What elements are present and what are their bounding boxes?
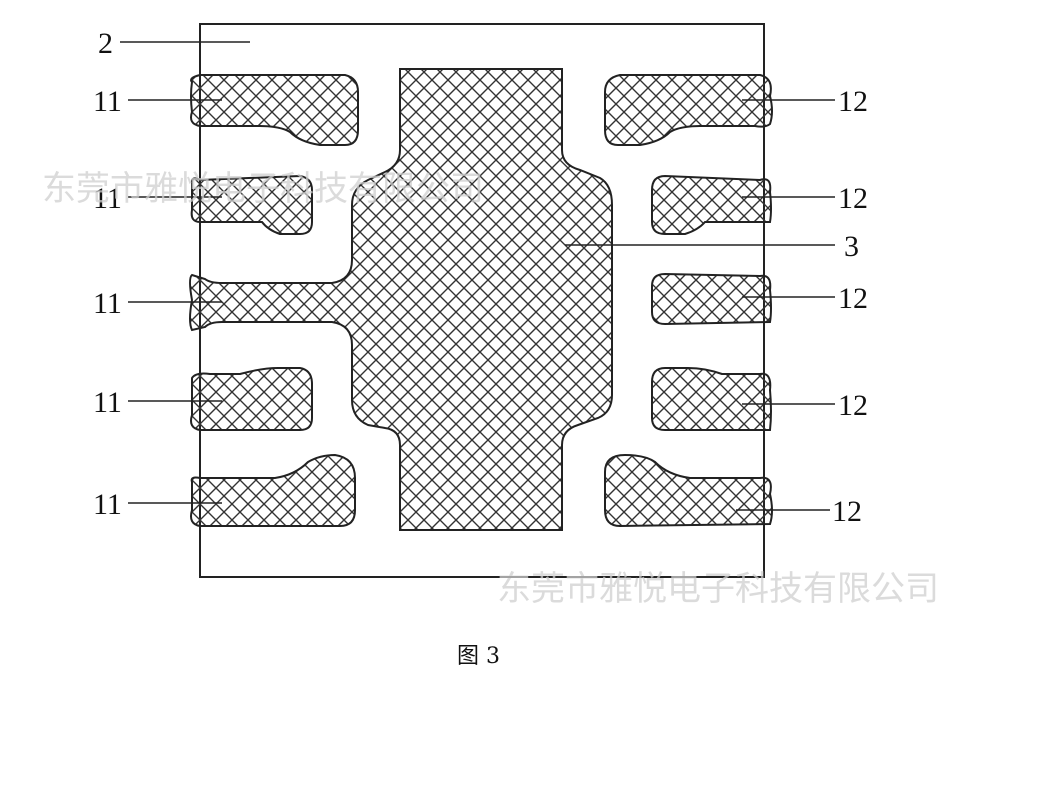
label-pad: 3 (844, 230, 859, 263)
right-pin-4 (651, 367, 772, 431)
right-pin-1 (604, 74, 773, 146)
label-left-pin-3: 11 (93, 287, 122, 320)
right-pin-3 (651, 272, 772, 326)
label-right-pin-1: 12 (838, 85, 868, 118)
left-pin-1 (190, 74, 359, 146)
label-right-pin-4: 12 (838, 389, 868, 422)
watermark-top: 东莞市雅悦电子科技有限公司 (42, 169, 484, 209)
figure-caption: 图 3 (457, 644, 500, 669)
leader-lines (120, 41, 835, 511)
left-pin-4 (190, 367, 313, 431)
center-pad (189, 68, 613, 531)
label-body: 2 (98, 27, 113, 60)
label-left-pin-4: 11 (93, 386, 122, 419)
label-right-pin-3: 12 (838, 282, 868, 315)
left-pin-5 (190, 453, 356, 527)
label-right-pin-2: 12 (838, 182, 868, 215)
label-left-pin-1: 11 (93, 85, 122, 118)
left-pin-2 (190, 174, 313, 235)
watermark-bottom: 东莞市雅悦电子科技有限公司 (497, 569, 939, 609)
right-pin-5 (604, 453, 773, 528)
label-left-pin-5: 11 (93, 488, 122, 521)
right-pin-2 (651, 174, 772, 235)
label-right-pin-5: 12 (832, 495, 862, 528)
label-left-pin-2: 11 (93, 182, 122, 215)
